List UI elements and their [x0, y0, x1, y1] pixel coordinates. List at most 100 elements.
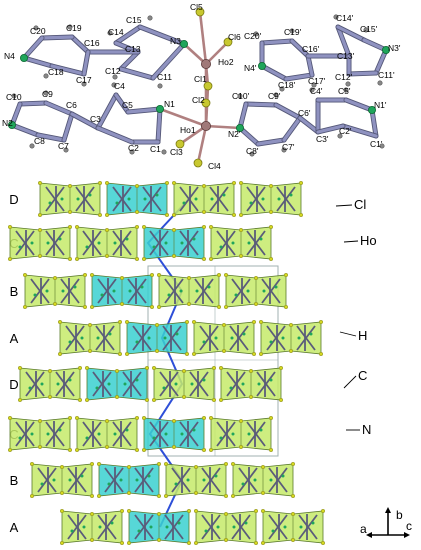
chloride-vertex — [193, 465, 198, 470]
ligand-bond — [92, 371, 112, 397]
packing-panel: DCBADCBAClHoHCN — [7, 180, 377, 546]
callout-label: C — [358, 368, 367, 383]
chloride-vertex — [238, 445, 243, 450]
nitrogen-node — [28, 386, 32, 390]
chloride-vertex — [201, 224, 206, 229]
chloride-vertex — [126, 509, 131, 514]
chlorine-atom — [195, 7, 205, 17]
callout-line — [339, 331, 357, 337]
polyhedron-unit — [156, 273, 221, 310]
ligand-bond — [189, 371, 209, 397]
atom-label: C2' — [339, 126, 352, 136]
chloride-vertex — [149, 273, 154, 278]
callout-label: N — [362, 422, 371, 437]
hydrogen-atom — [237, 93, 243, 99]
bond — [290, 39, 310, 58]
chloride-vertex — [218, 366, 223, 371]
nitrogen-node — [110, 521, 114, 525]
atom-label: N4 — [4, 51, 15, 61]
chloride-vertex — [53, 276, 58, 281]
chloride-vertex — [291, 462, 296, 467]
nitrogen-node — [163, 336, 167, 340]
bond — [260, 39, 294, 45]
ligand-bond — [104, 467, 124, 493]
ligand-bond — [298, 514, 318, 540]
atom-label: C6 — [66, 100, 77, 110]
bond — [82, 50, 90, 76]
nitrogen-node — [162, 386, 166, 390]
hydrogen-atom — [379, 143, 385, 149]
chloride-vertex — [114, 369, 119, 374]
ligand-bond — [112, 230, 132, 256]
nitrogen-node — [241, 482, 245, 486]
chloride-vertex — [231, 180, 236, 185]
polyhedron-unit — [223, 273, 289, 310]
ligand-bond — [45, 186, 65, 212]
chloride-vertex — [291, 512, 296, 517]
hydrogen-atom — [279, 86, 285, 92]
polyhedron-unit — [193, 509, 258, 546]
chloride-vertex — [97, 180, 102, 185]
nitrogen-node — [253, 478, 257, 482]
bond — [119, 67, 155, 80]
nitrogen-node — [230, 336, 234, 340]
chloride-vertex — [238, 227, 243, 232]
atom-label: C6' — [298, 108, 311, 118]
nitrogen-node — [33, 293, 37, 297]
nitrogen-node — [97, 241, 101, 245]
chloride-vertex — [261, 465, 266, 470]
chloride-vertex — [171, 227, 176, 232]
hydrogen-atom — [363, 27, 369, 33]
chloride-vertex — [193, 541, 198, 546]
nitrogen-node — [137, 529, 141, 533]
polyhedron-unit — [30, 462, 94, 499]
ligand-bond — [67, 467, 87, 493]
nitrogen-node — [186, 478, 190, 482]
chloride-vertex — [38, 445, 43, 450]
chloride-vertex — [104, 445, 109, 450]
ligand-bond — [30, 278, 50, 304]
chloride-vertex — [18, 398, 23, 403]
chloride-vertex — [74, 224, 79, 229]
nitrogen-node — [147, 474, 151, 478]
hydrogen-atom — [29, 143, 35, 149]
hydrogen-atom — [289, 28, 295, 34]
ligand-bond — [45, 421, 65, 447]
chloride-vertex — [289, 349, 294, 354]
nitrogen-node — [135, 340, 139, 344]
atom-label: Cl2 — [192, 95, 205, 105]
nitrogen-node — [210, 197, 214, 201]
chloride-vertex — [141, 416, 146, 421]
nitrogen-node — [152, 245, 156, 249]
chloride-vertex — [284, 273, 289, 278]
nitrogen-node — [261, 197, 265, 201]
bond — [22, 56, 54, 68]
ligand-bond — [164, 278, 184, 304]
nitrogen-node — [112, 289, 116, 293]
chloride-vertex — [18, 366, 23, 371]
chloride-vertex — [171, 419, 176, 424]
chlorine-atom — [201, 98, 211, 108]
atom-label: Cl3 — [170, 147, 183, 157]
nitrogen-node — [281, 336, 285, 340]
chloride-vertex — [134, 257, 139, 262]
bond — [96, 126, 134, 144]
chloride-vertex — [201, 448, 206, 453]
chloride-vertex — [181, 395, 186, 400]
nitrogen-atom — [179, 40, 188, 49]
atom-label: N3 — [170, 36, 181, 46]
bond — [362, 38, 388, 52]
atom-label: Ho2 — [218, 57, 234, 67]
callout-line — [343, 240, 359, 243]
nitrogen-node — [100, 293, 104, 297]
chloride-vertex — [156, 538, 161, 543]
bond — [36, 133, 66, 142]
axis-label-b: b — [396, 508, 403, 522]
bond — [284, 73, 314, 81]
chloride-vertex — [77, 398, 82, 403]
nitrogen-node — [179, 289, 183, 293]
callout-line — [343, 375, 357, 389]
chloride-vertex — [151, 366, 156, 371]
ligand-bond — [95, 325, 115, 351]
